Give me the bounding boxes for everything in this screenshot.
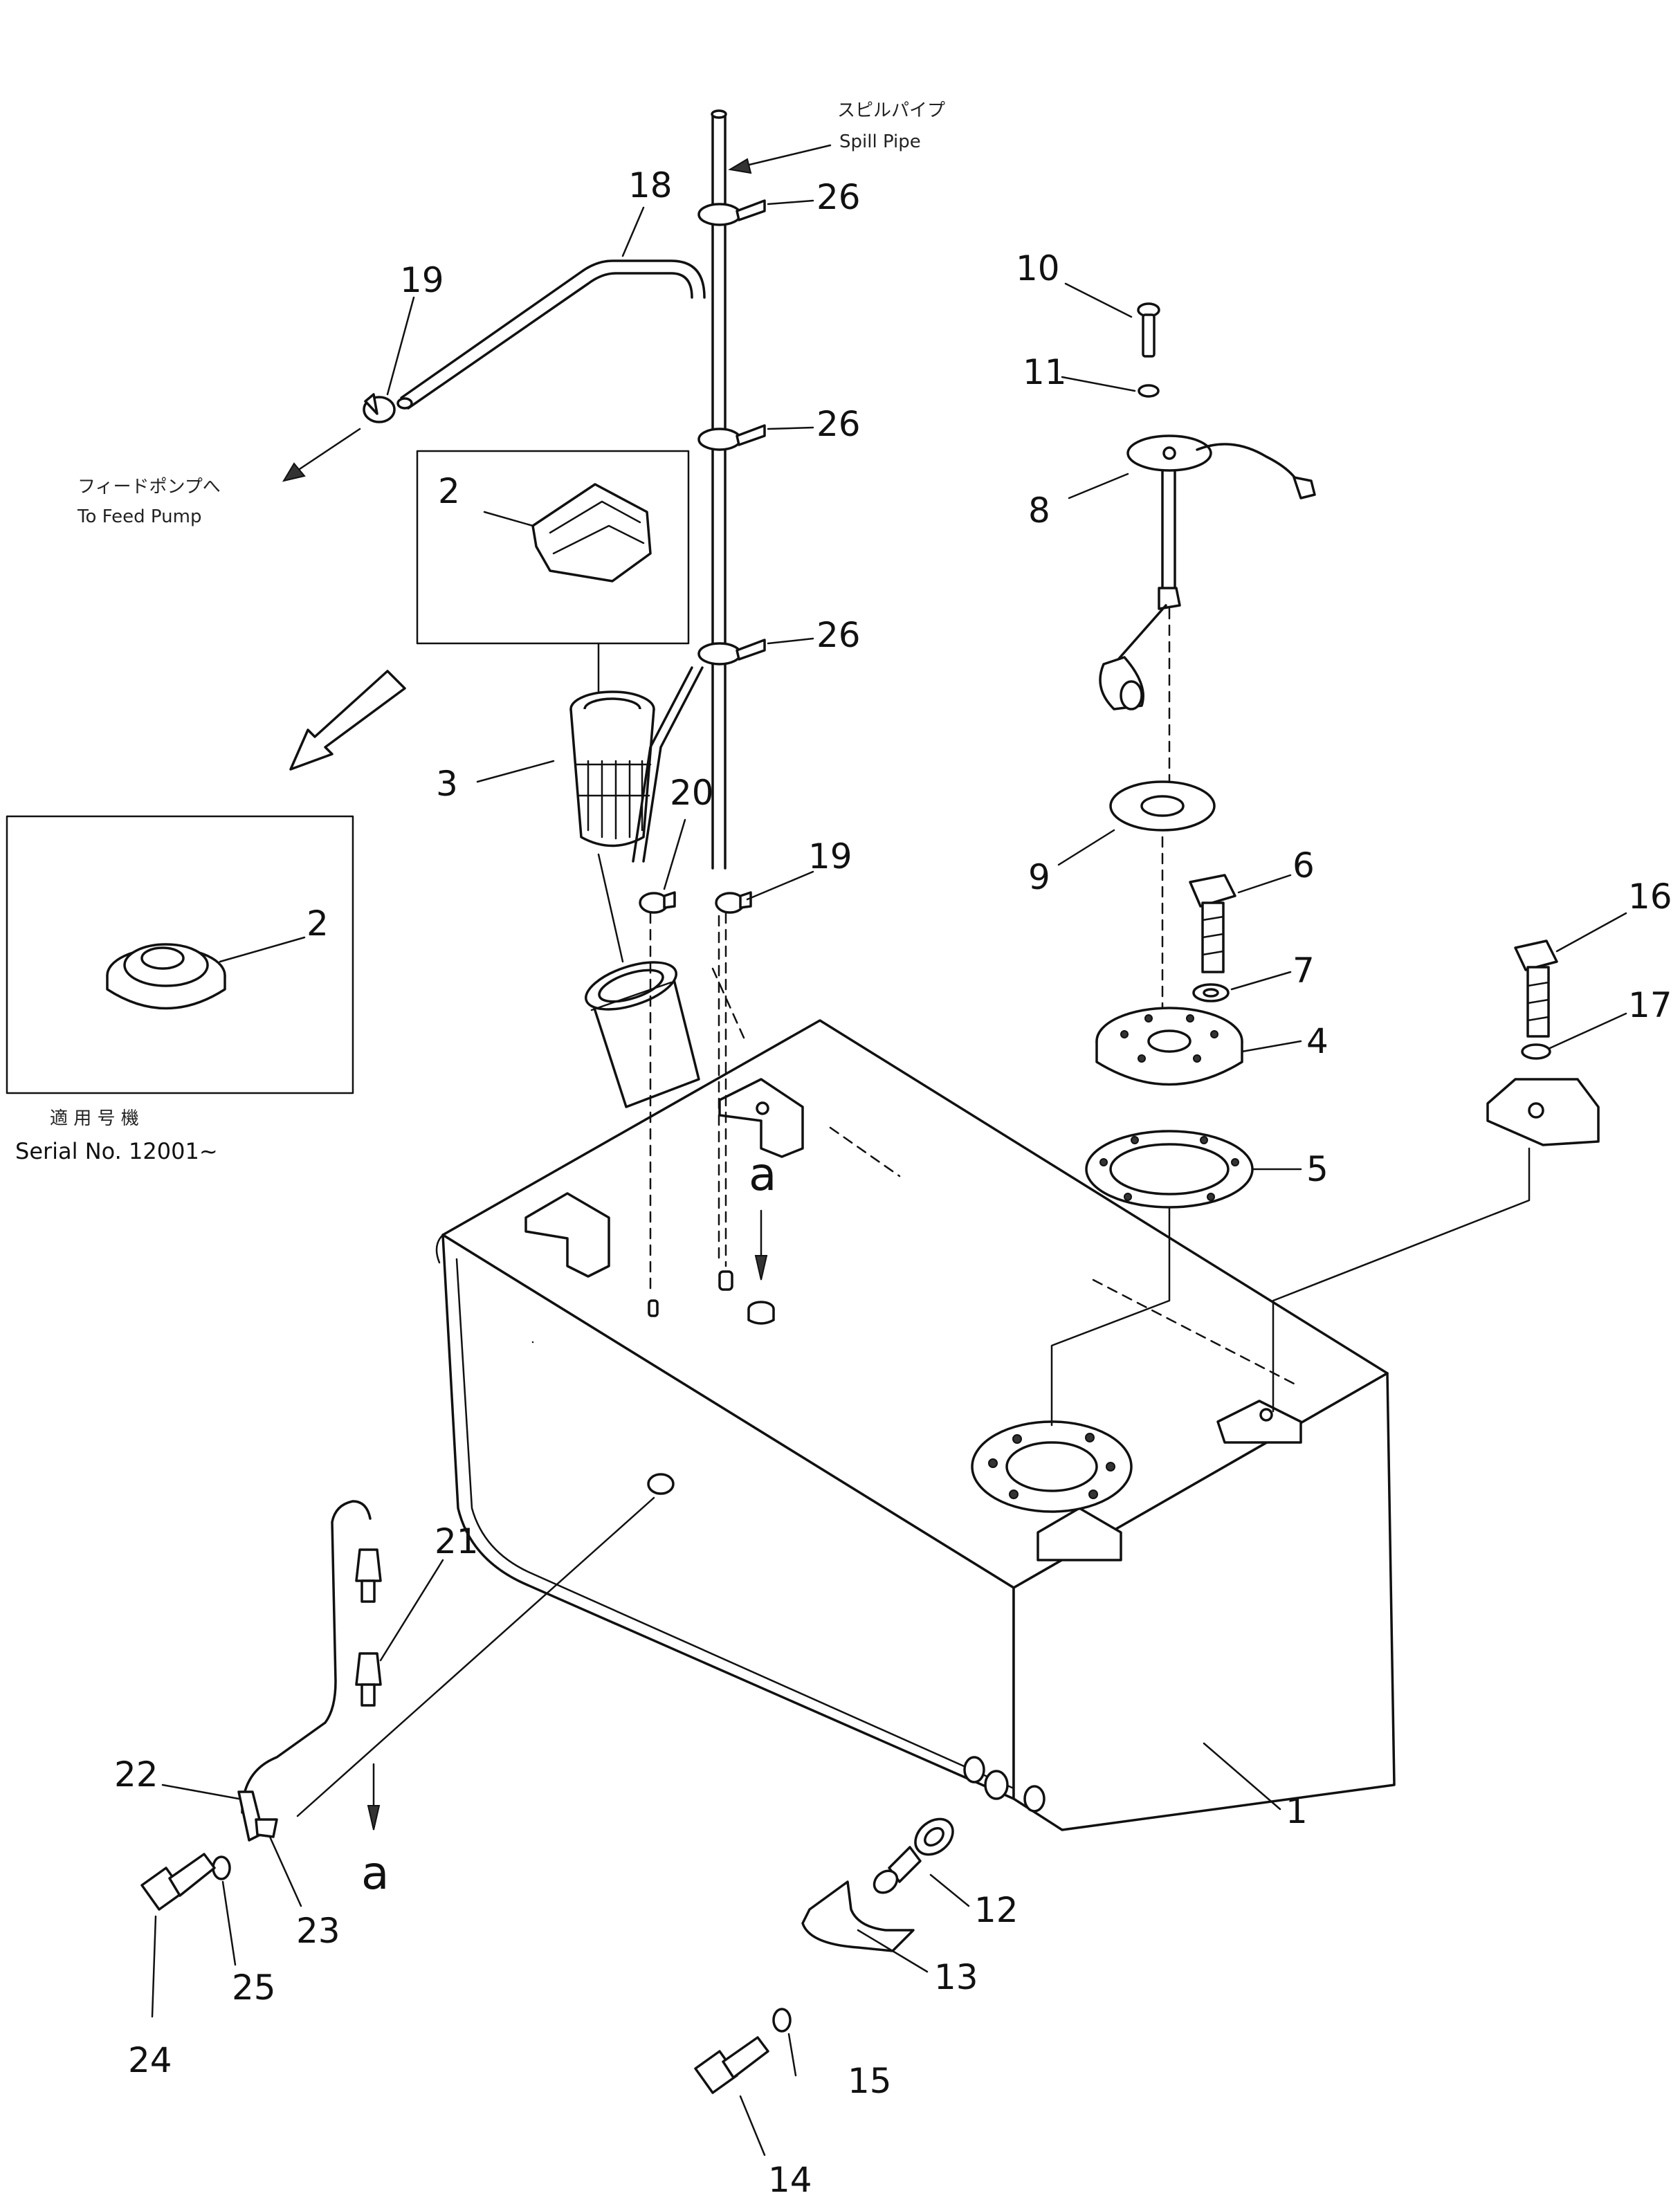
callout-21: 21 bbox=[435, 1521, 479, 1561]
callout-18: 18 bbox=[628, 165, 673, 205]
callout-24: 24 bbox=[128, 2040, 172, 2080]
callout-numbers: 1 2 2 3 4 5 6 7 8 9 10 11 12 13 14 15 16… bbox=[114, 165, 1672, 2200]
callout-26-low: 26 bbox=[816, 615, 861, 655]
callout-15: 15 bbox=[848, 2061, 892, 2101]
callout-11: 11 bbox=[1023, 352, 1067, 392]
spill-pipe-label-jp: スピルパイプ bbox=[837, 100, 945, 121]
callout-26-top: 26 bbox=[816, 177, 861, 217]
callout-6: 6 bbox=[1293, 845, 1315, 886]
callout-5: 5 bbox=[1306, 1149, 1329, 1189]
callout-2-variant: 2 bbox=[307, 904, 329, 944]
spill-pipe bbox=[697, 109, 766, 1261]
callout-8: 8 bbox=[1028, 491, 1050, 531]
washer-15 bbox=[772, 2008, 792, 2033]
return-pipe bbox=[632, 666, 704, 863]
callout-10: 10 bbox=[1016, 248, 1060, 288]
cap-box bbox=[416, 450, 690, 693]
strainer bbox=[569, 690, 655, 847]
serial-variant-box bbox=[6, 815, 354, 1094]
tank-top-brackets bbox=[524, 1078, 1302, 1813]
gasket-5 bbox=[1085, 1130, 1254, 1209]
hollow-arrow-icon bbox=[289, 670, 406, 771]
leader-lines bbox=[151, 199, 1627, 2156]
washer-7 bbox=[1192, 983, 1230, 1002]
dashed-leaders bbox=[597, 853, 1295, 1385]
bolt-24 bbox=[140, 1853, 216, 1911]
callout-3: 3 bbox=[436, 764, 458, 804]
feed-pump-label-en: To Feed Pump bbox=[77, 506, 201, 527]
callout-19-left: 19 bbox=[400, 260, 444, 300]
screw-10 bbox=[1137, 302, 1160, 358]
filler-neck bbox=[585, 961, 700, 1108]
view-arrow-upper bbox=[754, 1209, 768, 1281]
bolt-14 bbox=[694, 2036, 769, 2094]
callout-13: 13 bbox=[934, 1957, 978, 1997]
callout-22: 22 bbox=[114, 1754, 158, 1795]
clamp-22 bbox=[237, 1790, 278, 1842]
hose-clips bbox=[363, 393, 752, 914]
callout-25: 25 bbox=[232, 1968, 276, 2008]
callout-26-mid: 26 bbox=[816, 404, 861, 444]
fuel-sender-unit bbox=[1099, 434, 1316, 797]
callout-20: 20 bbox=[670, 773, 714, 813]
callout-16: 16 bbox=[1628, 877, 1672, 917]
feed-pump-label-jp: フィードポンプへ bbox=[77, 477, 221, 497]
callout-14: 14 bbox=[768, 2160, 812, 2200]
serial-label-en: Serial No. 12001~ bbox=[15, 1138, 218, 1164]
drain-valve-12 bbox=[873, 1817, 954, 1894]
bracket-13 bbox=[801, 1880, 915, 1952]
feed-pipe bbox=[396, 259, 706, 410]
pipe-ports bbox=[648, 912, 775, 1325]
spill-pipe-arrow bbox=[728, 144, 832, 174]
washer-11 bbox=[1138, 384, 1160, 398]
serial-label-jp: 適 用 号 機 bbox=[50, 1108, 139, 1129]
callout-7: 7 bbox=[1293, 951, 1315, 991]
washer-17 bbox=[1521, 1043, 1551, 1060]
gasket-9 bbox=[1109, 780, 1216, 832]
callout-4: 4 bbox=[1306, 1021, 1329, 1061]
callout-19-right: 19 bbox=[808, 836, 852, 877]
feed-pump-arrow bbox=[282, 428, 361, 482]
bolt-6 bbox=[1189, 874, 1236, 973]
bolt-16 bbox=[1514, 939, 1558, 1038]
view-arrow-lower bbox=[367, 1763, 381, 1831]
drain-hose bbox=[241, 1500, 382, 1814]
callout-23: 23 bbox=[296, 1911, 340, 1951]
callout-9: 9 bbox=[1028, 857, 1050, 897]
annotation-notes: スピルパイプ Spill Pipe フィードポンプへ To Feed Pump … bbox=[15, 100, 945, 1164]
view-mark-upper: a bbox=[749, 1148, 776, 1201]
callout-17: 17 bbox=[1628, 985, 1672, 1025]
spill-pipe-label-en: Spill Pipe bbox=[839, 131, 921, 152]
callout-2-cap: 2 bbox=[438, 471, 460, 511]
callout-12: 12 bbox=[974, 1890, 1019, 1930]
bracket-right bbox=[1486, 1078, 1600, 1146]
view-marks: a a bbox=[361, 1148, 776, 1900]
callout-1: 1 bbox=[1286, 1791, 1308, 1831]
fuel-tank bbox=[435, 1019, 1396, 1831]
flange-4 bbox=[1095, 1007, 1243, 1086]
view-mark-lower: a bbox=[361, 1846, 389, 1900]
